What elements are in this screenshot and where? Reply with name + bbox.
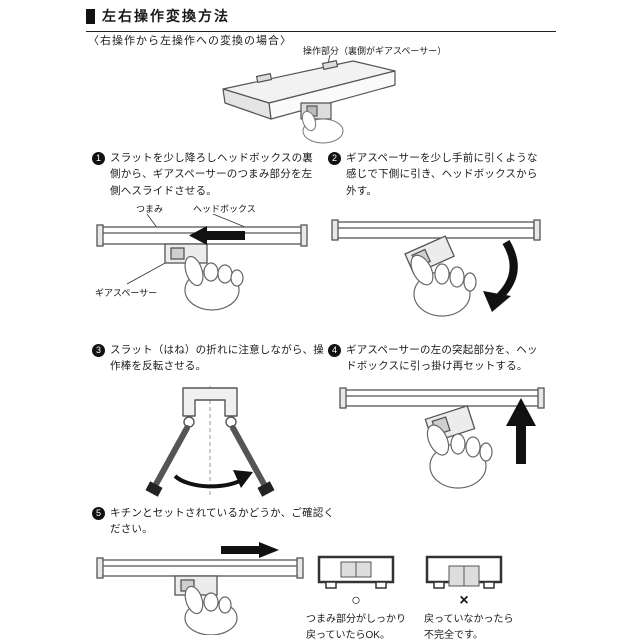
- knob-returned-drawing: [317, 555, 395, 589]
- headbox-perspective-drawing: [222, 55, 396, 144]
- arrow-left-icon: [189, 226, 245, 245]
- arrow-down-curve-icon: [497, 239, 518, 299]
- ok-caption: つまみ部分がしっかり 戻っていたらOK。: [306, 614, 406, 640]
- title-bullet: [86, 8, 95, 24]
- step-3-number: 3: [92, 344, 105, 357]
- check-set-drawing: [96, 542, 304, 635]
- step-2: 2 ギアスペーサーを少し手前に引くような感じで下側に引き、ヘッドボックスから外す…: [328, 150, 546, 199]
- slide-knob-left-drawing: [96, 214, 308, 311]
- step-3: 3 スラット（はね）の折れに注意しながら、操作棒を反転させる。: [92, 342, 324, 375]
- ng-caption: 戻っていなかったら 不完全です。: [424, 614, 514, 640]
- step-5-text: キチンとセットされているかどうか、ご確認ください。: [110, 507, 335, 536]
- ok-mini-figure: [316, 552, 396, 592]
- ng-symbol: ×: [459, 592, 469, 609]
- step-5-figure: [95, 540, 305, 635]
- rotate-wand-drawing: [145, 386, 275, 497]
- arrow-right-icon: [221, 542, 279, 558]
- step-3-figure: [125, 382, 295, 500]
- arrow-up-shaft-icon: [516, 422, 526, 464]
- label-headbox: ヘッドボックス: [193, 202, 256, 215]
- ng-mini-figure: [424, 552, 504, 592]
- arrow-down-head-icon: [483, 291, 511, 312]
- label-gearspacer: ギアスペーサー: [95, 286, 158, 299]
- top-annotation-label: 操作部分（裏側がギアスペーサー）: [303, 46, 447, 56]
- step-3-text: スラット（はね）の折れに注意しながら、操作棒を反転させる。: [110, 344, 324, 373]
- hand-icon: [184, 255, 244, 311]
- step-1-number: 1: [92, 152, 105, 165]
- step-1-text: スラットを少し降ろしヘッドボックスの裏側から、ギアスペーサーのつまみ部分を左側へ…: [110, 152, 313, 197]
- rotation-arrow-icon: [173, 474, 247, 489]
- step-2-figure: [330, 212, 545, 330]
- overview-illustration: [205, 55, 405, 145]
- page-subtitle: 〈右操作から左操作への変換の場合〉: [88, 35, 292, 47]
- page-header: 左右操作変換方法: [86, 6, 556, 32]
- hand-icon: [410, 254, 477, 317]
- knob-not-returned-drawing: [425, 555, 503, 589]
- control-wand-icon: [152, 425, 268, 489]
- ok-symbol: ○: [351, 592, 361, 609]
- page-title: 左右操作変換方法: [102, 8, 230, 24]
- hand-icon: [184, 585, 238, 635]
- step-4-number: 4: [328, 344, 341, 357]
- hand-icon: [301, 110, 344, 144]
- step-2-text: ギアスペーサーを少し手前に引くような感じで下側に引き、ヘッドボックスから外す。: [346, 152, 538, 197]
- step-5: 5 キチンとセットされているかどうか、ご確認ください。: [92, 505, 342, 538]
- step-4-text: ギアスペーサーの左の突起部分を、ヘッドボックスに引っ掛け再セットする。: [346, 344, 538, 373]
- step-5-number: 5: [92, 507, 105, 520]
- reattach-drawing: [339, 387, 545, 489]
- step-2-number: 2: [328, 152, 341, 165]
- step-1: 1 スラットを少し降ろしヘッドボックスの裏側から、ギアスペーサーのつまみ部分を左…: [92, 150, 320, 199]
- step-4-figure: [338, 378, 548, 498]
- label-tsumami: つまみ: [136, 202, 164, 215]
- step-1-figure: [95, 214, 310, 314]
- hand-icon: [426, 424, 493, 489]
- rotation-arrow-head-icon: [233, 470, 253, 488]
- pull-down-drawing: [331, 219, 541, 317]
- arrow-up-head-icon: [506, 398, 536, 426]
- step-4: 4 ギアスペーサーの左の突起部分を、ヘッドボックスに引っ掛け再セットする。: [328, 342, 548, 375]
